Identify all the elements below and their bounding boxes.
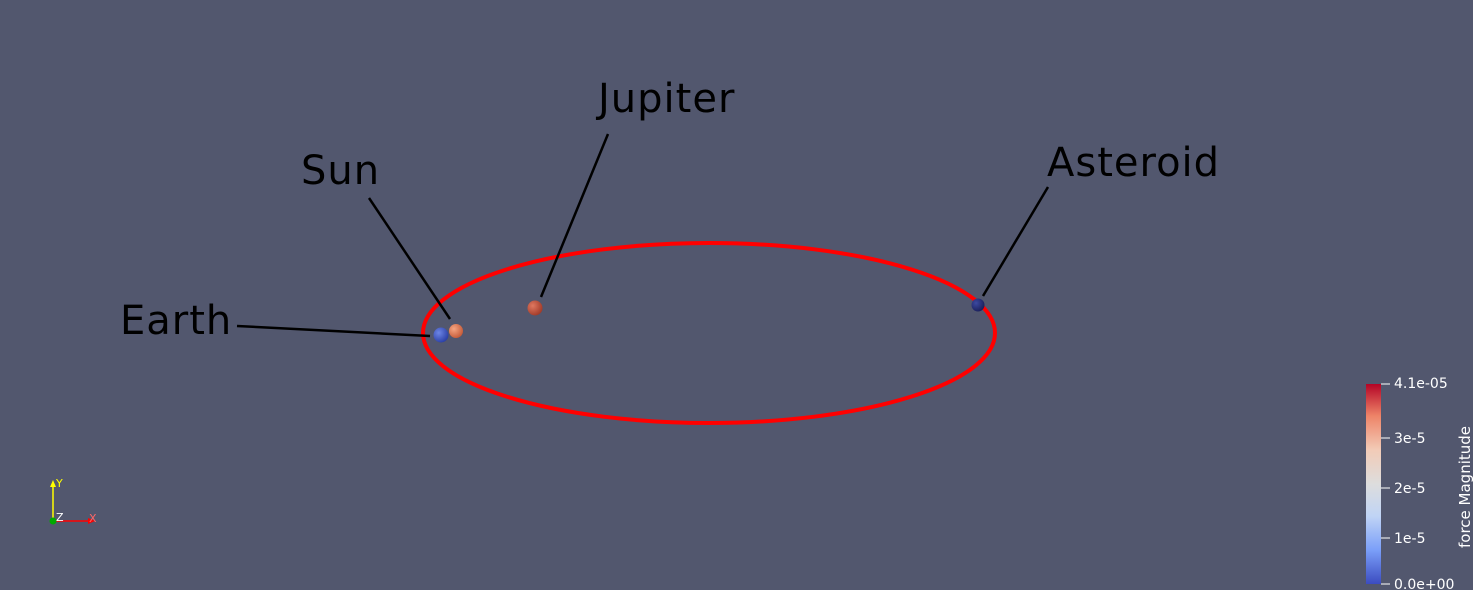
earth-label: Earth bbox=[120, 298, 232, 344]
asteroid-sphere[interactable] bbox=[971, 298, 985, 312]
colorbar-tick-label: 1e-5 bbox=[1394, 531, 1425, 547]
colorbar-tick-label: 4.1e-05 bbox=[1394, 376, 1448, 392]
colorbar-tick-label: 3e-5 bbox=[1394, 431, 1425, 447]
z-axis-dot bbox=[49, 517, 57, 525]
sun-label: Sun bbox=[301, 148, 380, 194]
x-axis-arrow bbox=[88, 518, 95, 524]
jupiter-leader-line bbox=[539, 133, 610, 298]
asteroid-leader-line bbox=[981, 186, 1050, 297]
x-axis-label: X bbox=[89, 512, 97, 525]
orientation-axes: Y X Z bbox=[49, 477, 97, 525]
jupiter-sphere[interactable] bbox=[527, 300, 543, 316]
earth-sphere[interactable] bbox=[433, 327, 449, 343]
colorbar-gradient bbox=[1366, 384, 1381, 584]
y-axis-label: Y bbox=[55, 477, 63, 490]
y-axis-arrow bbox=[50, 480, 56, 487]
colorbar-title: force Magnitude bbox=[1456, 426, 1473, 548]
colorbar-tick-label: 2e-5 bbox=[1394, 481, 1425, 497]
sun-sphere[interactable] bbox=[449, 324, 463, 338]
earth-leader-line bbox=[236, 324, 431, 338]
z-axis-label: Z bbox=[56, 511, 64, 524]
color-legend: 4.1e-05 3e-5 2e-5 1e-5 0.0e+00 force Mag… bbox=[1366, 376, 1473, 590]
orbit-ellipse bbox=[421, 241, 997, 425]
jupiter-label: Jupiter bbox=[595, 76, 735, 122]
sun-leader-line bbox=[367, 197, 452, 320]
colorbar-tick-label: 0.0e+00 bbox=[1394, 577, 1454, 590]
asteroid-label: Asteroid bbox=[1047, 140, 1220, 186]
